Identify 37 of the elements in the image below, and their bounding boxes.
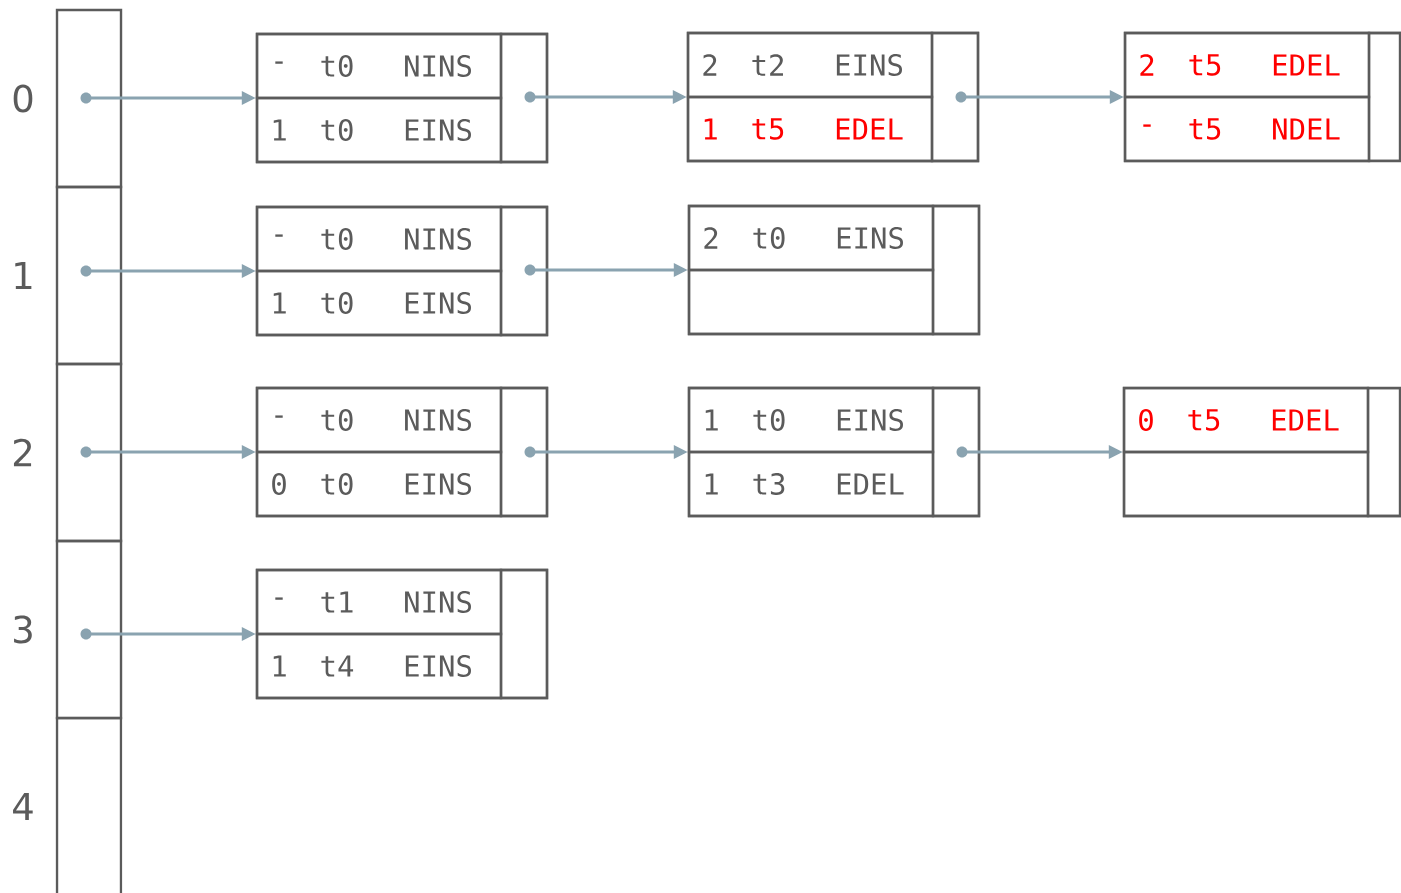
entry-row: - t0 NINS xyxy=(255,32,503,100)
entry-row: 1 t5 EDEL xyxy=(686,95,934,163)
entry-row: 0 t5 EDEL xyxy=(1122,386,1370,454)
bucket-cell xyxy=(55,539,123,720)
bucket-cell xyxy=(55,8,123,189)
entry-row: 2 t5 EDEL xyxy=(1123,31,1371,99)
bucket-cell xyxy=(55,716,123,893)
entry-row: - t1 NINS xyxy=(255,568,503,636)
pointer-cell xyxy=(1366,386,1401,518)
bucket-cell xyxy=(55,185,123,366)
entry-row: 2 t0 EINS xyxy=(687,204,935,272)
index-label: 4 xyxy=(13,793,33,820)
entry-row: 2 t2 EINS xyxy=(686,31,934,99)
entry-row: 1 t4 EINS xyxy=(255,632,503,700)
pointer-cell xyxy=(499,205,549,337)
entry-row: - t5 NDEL xyxy=(1123,95,1371,163)
index-label: 2 xyxy=(13,438,32,467)
empty-row xyxy=(1122,450,1370,518)
entry-row: 1 t0 EINS xyxy=(687,386,935,454)
entry-row: 1 t0 EINS xyxy=(255,96,503,164)
entry-row: 1 t3 EDEL xyxy=(687,450,935,518)
entry-row: - t0 NINS xyxy=(255,205,503,273)
pointer-cell xyxy=(1367,31,1401,163)
index-label: 1 xyxy=(15,262,32,289)
index-label: 0 xyxy=(13,84,33,113)
bucket-cell xyxy=(55,362,123,543)
entry-row: 0 t0 EINS xyxy=(255,450,503,518)
entry-row: - t0 NINS xyxy=(255,386,503,454)
pointer-cell xyxy=(931,386,981,518)
empty-row xyxy=(687,268,935,336)
pointer-cell xyxy=(499,568,549,700)
index-label: 3 xyxy=(14,615,32,644)
pointer-cell xyxy=(931,204,981,336)
entry-row: 1 t0 EINS xyxy=(255,269,503,337)
pointer-cell xyxy=(499,386,549,518)
pointer-cell xyxy=(930,31,980,163)
pointer-cell xyxy=(499,32,549,164)
